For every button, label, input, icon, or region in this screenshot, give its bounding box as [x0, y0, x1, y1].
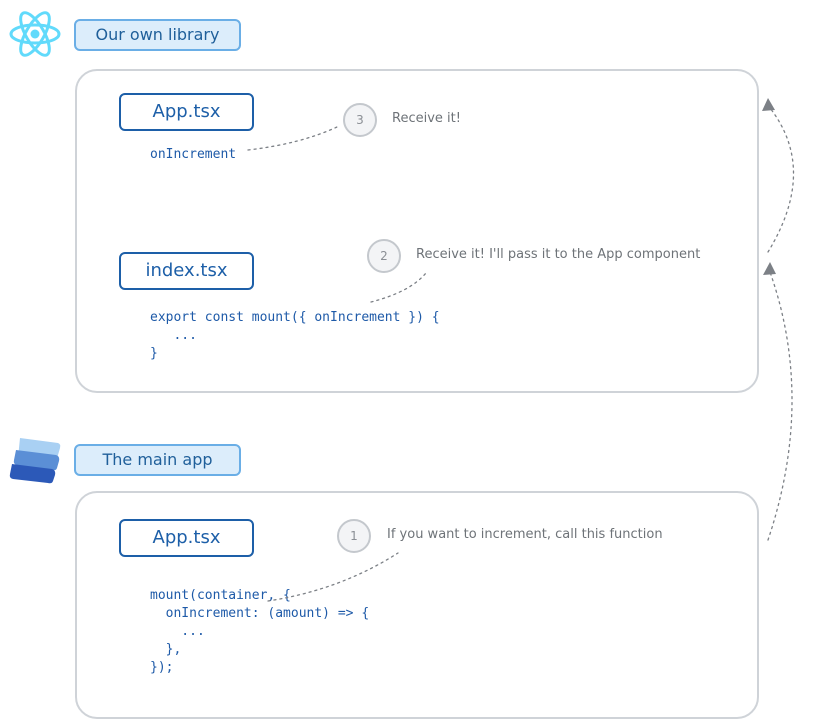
arrow-main-to-index — [767, 271, 793, 541]
library-app-code: onIncrement — [150, 147, 237, 162]
section-label-library: Our own library — [74, 19, 241, 51]
stack-logo-icon — [8, 434, 64, 486]
library-app-file-tag: App.tsx — [119, 93, 254, 131]
step-3-note: Receive it! — [392, 111, 461, 126]
library-index-code: export const mount({ onIncrement }) { ..… — [150, 310, 440, 361]
main-app-code: mount(container, { onIncrement: (amount)… — [150, 588, 370, 675]
step-2-note: Receive it! I'll pass it to the App comp… — [416, 247, 701, 262]
step-1-badge: 1 — [337, 519, 371, 553]
arrowhead-app-icon — [762, 98, 775, 111]
arrowhead-index-icon — [763, 262, 776, 275]
main-app-file-tag: App.tsx — [119, 519, 254, 557]
step-3-badge: 3 — [343, 103, 377, 137]
arrow-index-to-app — [767, 107, 795, 253]
section-label-main-app: The main app — [74, 444, 241, 476]
library-index-file-tag: index.tsx — [119, 252, 254, 290]
step-1-note: If you want to increment, call this func… — [387, 527, 663, 542]
react-logo-icon — [8, 10, 62, 58]
step-2-badge: 2 — [367, 239, 401, 273]
